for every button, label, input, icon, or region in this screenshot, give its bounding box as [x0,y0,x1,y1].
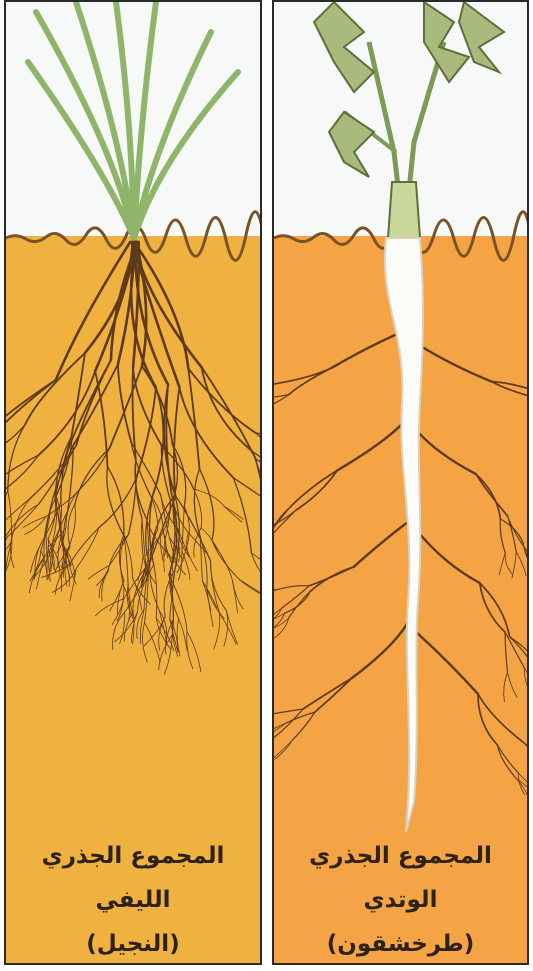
fibrous-root-illustration [6,2,262,965]
tap-root-caption: المجموع الجذري الوتدي (طرخشقون) [274,834,527,965]
tap-caption-plant: (طرخشقون) [274,922,527,965]
tap-root-illustration [274,2,529,965]
tap-root-panel: المجموع الجذري الوتدي (طرخشقون) [272,0,529,965]
panel-divider [262,0,272,971]
fibrous-caption-plant: (النجيل) [6,922,260,965]
tap-caption-title: المجموع الجذري الوتدي [274,834,527,922]
fibrous-caption-title: المجموع الجذري الليفي [6,834,260,922]
fibrous-root-panel: المجموع الجذري الليفي (النجيل) [4,0,262,965]
fibrous-root-caption: المجموع الجذري الليفي (النجيل) [6,834,260,965]
